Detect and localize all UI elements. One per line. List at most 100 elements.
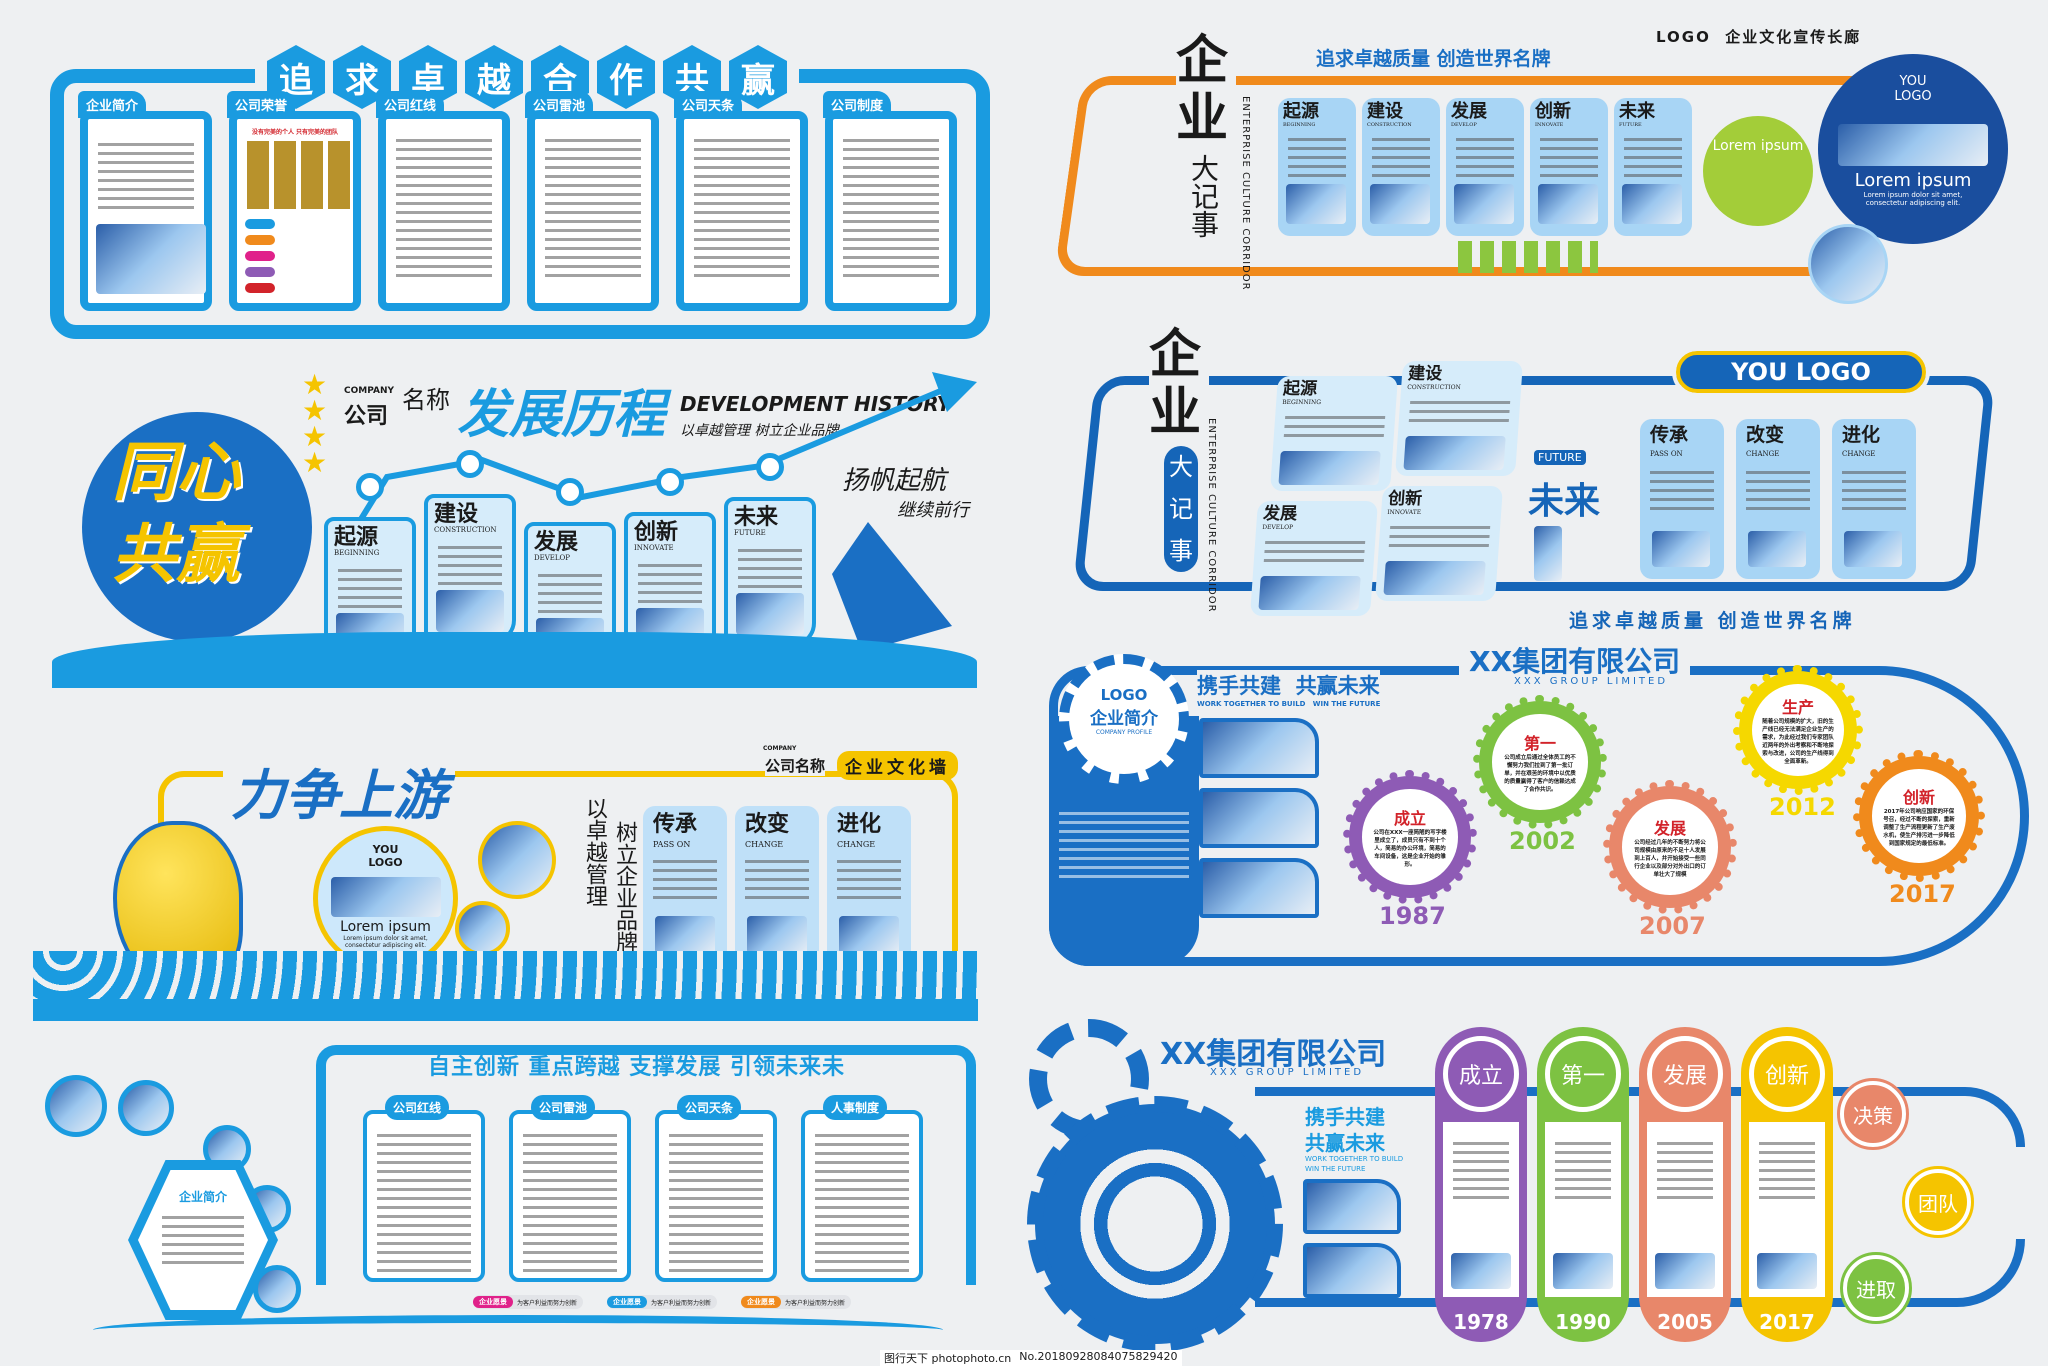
text-lines [653,854,717,905]
pillar-photo [1655,1253,1715,1289]
card-title-en: PASS ON [653,840,691,849]
card-tab: 公司天条 [674,91,743,118]
panel-group-pillars-timeline: XX集团有限公司 XXX GROUP LIMITED 携手共建 共赢未来 WOR… [1025,1019,2025,1352]
gear-3: 生产随着公司规模的扩大，旧的生产线已经无法满足企业生产的需求，为此经过我们专家团… [1733,665,1863,795]
pillar-photo [1451,1253,1511,1289]
name-label: 名称 [402,386,450,414]
pillar-year: 1978 [1453,1310,1509,1334]
card-title-en: CHANGE [837,840,876,849]
honor-subtitle: 没有完美的个人 只有完美的团队 [251,129,339,136]
title-char: 越 [465,45,523,109]
green-circle: Lorem ipsum [1703,116,1813,226]
tower-photo-round-small [455,901,510,956]
stage-photo [1383,561,1486,595]
stage-title-en: DEVELOP [1451,121,1477,128]
timeline-node [456,450,484,478]
text-lines [1540,132,1598,183]
card-tab: 企业简介 [78,91,147,118]
stage-title-zh: 建设 [434,501,479,527]
pillar-year: 2017 [1759,1310,1815,1334]
gear-logo-circle: LOGO 企业简介 COMPANY PROFILE [1059,654,1189,784]
card-tab: 公司雷池 [531,1095,596,1120]
stage-title-en: CONSTRUCTION [434,526,497,535]
card-tab: 公司制度 [823,91,892,118]
group-title-en: XXX GROUP LIMITED [1514,676,1669,687]
logo-circle: YOU LOGO Lorem ipsum Lorem ipsum dolor s… [1818,54,2008,244]
stage-title-en: INNOVATE [634,544,674,553]
city-photo [1303,1179,1401,1234]
card-tab: 公司天条 [677,1095,742,1120]
stage-title-en: DEVELOP [534,554,570,563]
rule-card-3 [801,1110,923,1282]
panel-culture-corridor-orange: 企业 大记事 ENTERPRISE CULTURE CORRIDOR 追求卓越质… [1053,26,2018,311]
panel-development-history: 同心共赢 ★★★★ COMPANY 公司 名称 发展历程 DEVELOPMENT… [52,371,977,688]
pillar-body [1647,1122,1723,1297]
gear-2: 发展公司经过几年的不断努力将公司规模由原来的不足十人发展到上百人，并开始接受一些… [1603,780,1737,914]
text-lines [843,133,939,283]
vision-tag: 企业愿景为客户利益而努力创新 [741,1295,852,1309]
circle-lorem: Lorem ipsum [1854,170,1972,191]
panel-independent-innovation: 自主创新 重点跨越 支撑发展 引领未来未 企业简介 公司红线公司雷池公司天条人事… [33,1045,978,1350]
card-photo [747,916,807,954]
info-card-3 [527,111,659,311]
text-lines [1555,1136,1611,1205]
stage-photo [1454,184,1514,224]
pillar-body [1443,1122,1519,1297]
text-lines [1759,1136,1815,1205]
lab-photo [1199,788,1319,848]
stage-title-zh: 创新 [634,519,679,545]
text-lines [1746,465,1810,516]
gear-title: 生产 [1781,698,1814,717]
honor-tag [245,251,275,261]
gear-year: 2012 [1769,793,1836,821]
pillar-title: 成立 [1443,1036,1519,1112]
profile-title: 企业简介 [1090,709,1158,729]
right-slogan-2: 继续前行 [897,500,969,521]
text-lines [1388,520,1491,553]
text-lines [1408,395,1511,428]
stage-title-zh: 起源 [1282,379,1318,399]
text-lines [1283,410,1386,443]
text-lines [1453,1136,1509,1205]
pillar-photo [1553,1253,1613,1289]
info-card-5 [825,111,957,311]
stage-title-zh: 创新 [1387,489,1423,509]
tower-photo-round [478,821,556,899]
card-title-zh: 改变 [1746,424,1785,446]
gear-inner: 生产随着公司规模的扩大，旧的生产线已经无法满足企业生产的需求，为此经过我们专家团… [1751,683,1845,777]
stage-title-zh: 创新 [1535,101,1571,122]
stage-title-zh: 建设 [1407,364,1443,384]
gear-text: 公司经过几年的不断努力将公司规模由原来的不足十人发展到上百人，并开始接受一些同行… [1634,840,1706,878]
small-title-circles: 大记事 [1164,446,1198,572]
stage-title-en: DEVELOP [1261,523,1294,531]
text-lines [396,133,492,283]
pillar-title: 发展 [1647,1036,1723,1112]
moon-circle [82,412,312,642]
vision-tag-label: 企业愿景 [607,1296,648,1308]
slogan: 携手共建 共赢未来 [1197,670,1380,700]
text-lines [837,854,901,905]
card-tab: 公司雷池 [525,91,594,118]
city-photo-1 [1199,718,1319,778]
circle-sub: Lorem ipsum dolor sit amet, consectetur … [1863,191,1963,207]
city-skyline [1458,241,1598,273]
stage-title-en: BEGINNING [1281,398,1322,406]
gear-text: 随着公司规模的扩大，旧的生产线已经无法满足企业生产的需求，为此经过我们专家团队近… [1762,719,1834,765]
vision-tag: 企业愿景为客户利益而努力创新 [607,1295,718,1309]
lorem-sub: Lorem ipsum dolor sit amet, consectetur … [343,935,428,949]
text-lines [1288,132,1346,183]
